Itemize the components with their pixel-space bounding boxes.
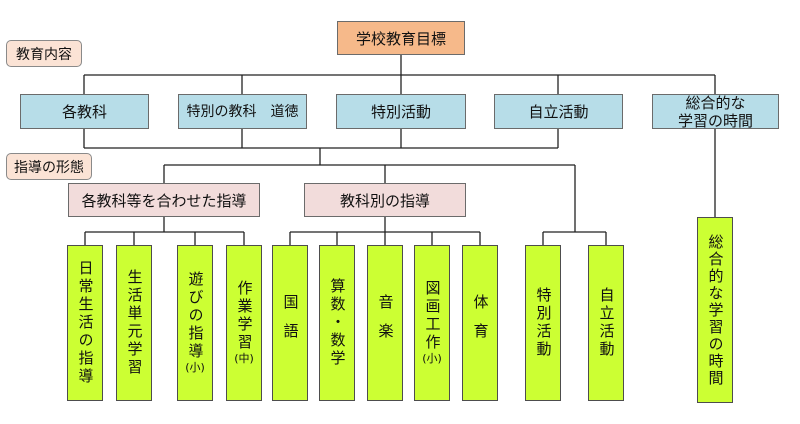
physical-education-box: 体育 — [462, 245, 498, 401]
arts-crafts-label: 図画工作 — [423, 280, 442, 352]
life-unit-learning-box: 生活単元学習 — [116, 245, 152, 401]
integrated-study-label-line1: 総合的な — [685, 93, 746, 112]
work-learning-box: 作業学習 (中) — [226, 245, 262, 401]
arts-crafts-box: 図画工作 (小) — [414, 245, 450, 401]
subject-specific-instruction-label: 教科別の指導 — [339, 191, 430, 210]
play-instruction-label: 遊びの指導 — [186, 271, 205, 361]
school-goal-box: 学校教育目標 — [337, 21, 465, 55]
education-content-label: 教育内容 — [16, 46, 72, 63]
subject-specific-instruction-box: 教科別の指導 — [304, 183, 466, 217]
subjects-label: 各教科 — [61, 102, 107, 121]
special-activities-box: 特別活動 — [336, 94, 466, 129]
moral-education-box: 特別の教科 道徳 — [178, 94, 307, 129]
japanese-label: 国語 — [281, 294, 300, 352]
physical-education-label: 体育 — [471, 294, 490, 352]
daily-life-instruction-label: 日常生活の指導 — [76, 260, 95, 386]
play-instruction-box: 遊びの指導 (小) — [177, 245, 213, 401]
integrated-study-label-line2: 学習の時間 — [677, 111, 753, 130]
instruction-form-tag: 指導の形態 — [6, 153, 92, 180]
work-learning-label: 作業学習 — [235, 280, 254, 352]
integrated-study-box: 総合的な 学習の時間 — [652, 93, 779, 130]
daily-life-instruction-box: 日常生活の指導 — [67, 245, 103, 401]
independence-activities-leaf-box: 自立活動 — [588, 245, 624, 401]
japanese-box: 国語 — [272, 245, 308, 401]
arts-crafts-note: (小) — [422, 352, 442, 365]
combined-instruction-label: 各教科等を合わせた指導 — [81, 191, 247, 210]
special-activities-leaf-box: 特別活動 — [525, 245, 561, 401]
independence-activities-box: 自立活動 — [494, 94, 623, 129]
special-activities-leaf-label: 特別活動 — [534, 287, 553, 359]
special-activities-label: 特別活動 — [370, 102, 431, 121]
math-box: 算数・数学 — [319, 245, 355, 401]
play-instruction-note: (小) — [185, 361, 205, 374]
music-box: 音楽 — [367, 245, 403, 401]
integrated-study-leaf-label: 総合的な学習の時間 — [706, 233, 725, 387]
independence-activities-leaf-label: 自立活動 — [597, 287, 616, 359]
independence-activities-label: 自立活動 — [528, 102, 589, 121]
work-learning-note: (中) — [234, 352, 254, 365]
moral-education-label: 特別の教科 道徳 — [186, 103, 299, 120]
integrated-study-leaf-box: 総合的な学習の時間 — [697, 217, 733, 403]
subjects-box: 各教科 — [20, 94, 149, 129]
life-unit-learning-label: 生活単元学習 — [125, 269, 144, 377]
school-goal-label: 学校教育目標 — [355, 29, 446, 48]
education-content-tag: 教育内容 — [6, 40, 82, 67]
music-label: 音楽 — [376, 294, 395, 352]
combined-instruction-box: 各教科等を合わせた指導 — [68, 183, 260, 217]
math-label: 算数・数学 — [328, 278, 347, 368]
instruction-form-label: 指導の形態 — [14, 159, 84, 176]
